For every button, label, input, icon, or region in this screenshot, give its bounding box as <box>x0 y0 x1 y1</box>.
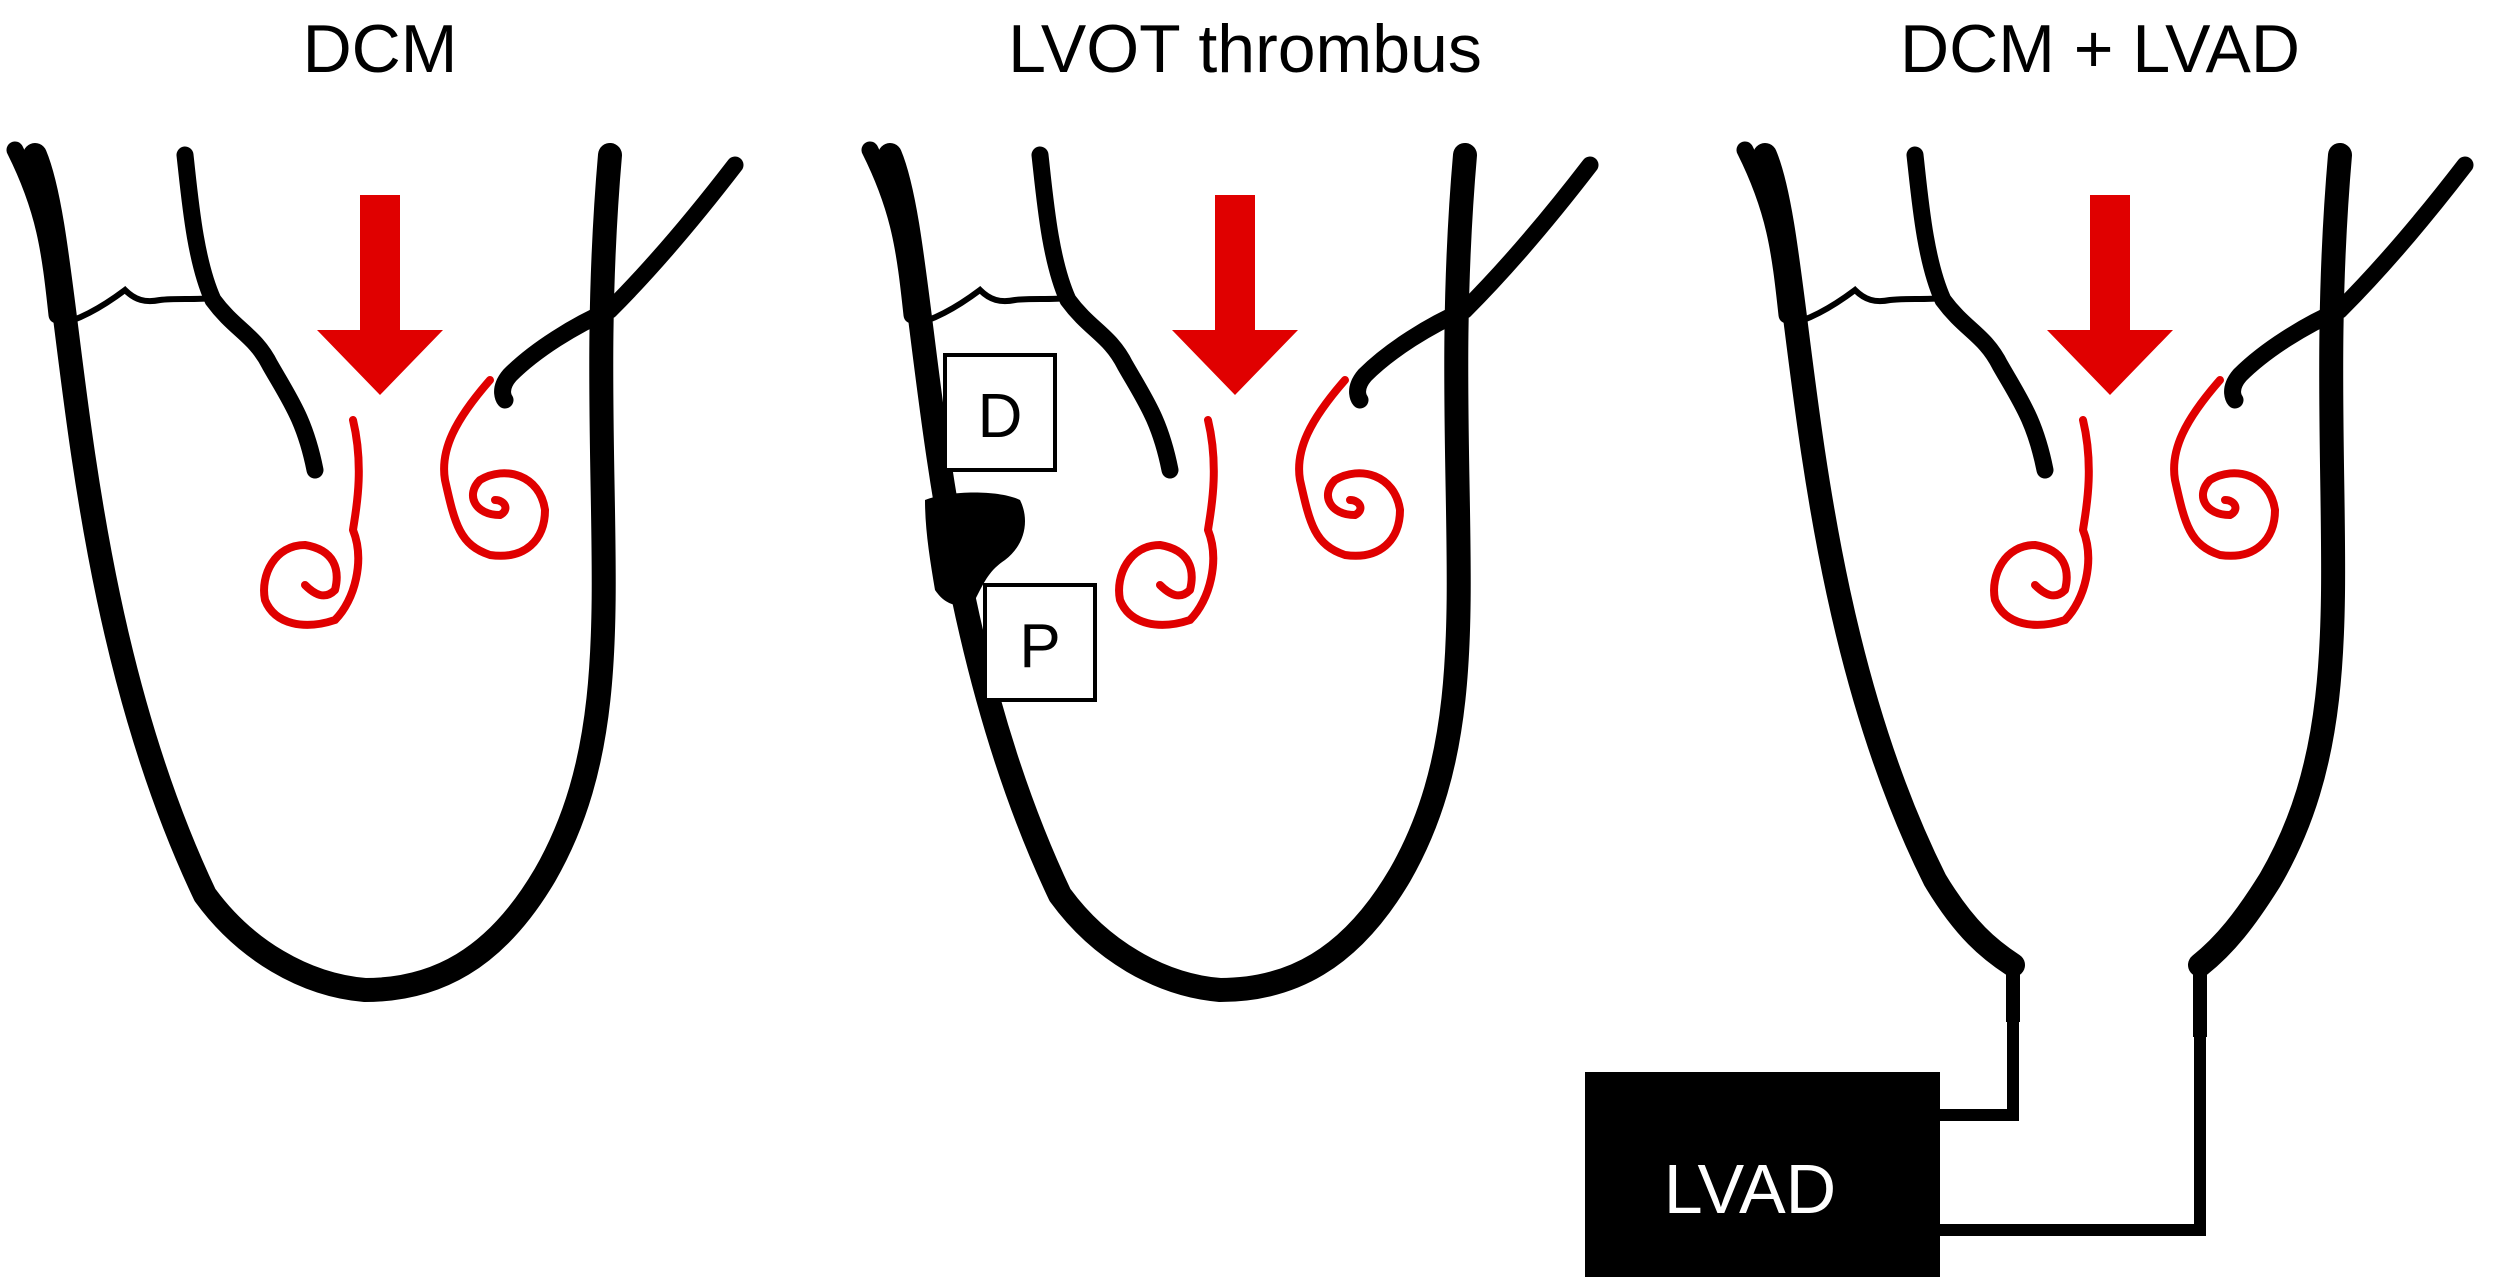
panel-title-lvot-thrombus: LVOT thrombus <box>1008 11 1482 87</box>
heart-lvot-thrombus: D P <box>870 150 1590 990</box>
distal-label: D <box>978 382 1023 451</box>
thrombus-shape <box>925 492 1025 606</box>
panel-dcm-lvad: DCM + LVAD LVAD <box>1585 11 2465 1277</box>
lvad-device-label: LVAD <box>1664 1150 1836 1228</box>
heart-dcm <box>15 150 735 990</box>
panel-dcm: DCM <box>15 11 735 990</box>
lvad-device <box>1585 1072 1940 1277</box>
panel-title-dcm-lvad: DCM + LVAD <box>1900 11 2300 87</box>
panel-lvot-thrombus: LVOT thrombus D P <box>870 11 1590 990</box>
heart-dcm-lvad <box>1745 150 2465 1236</box>
distal-label-box <box>943 353 1057 472</box>
panel-title-dcm: DCM <box>303 11 458 87</box>
proximal-label: P <box>1019 612 1060 681</box>
proximal-label-box <box>983 583 1097 702</box>
